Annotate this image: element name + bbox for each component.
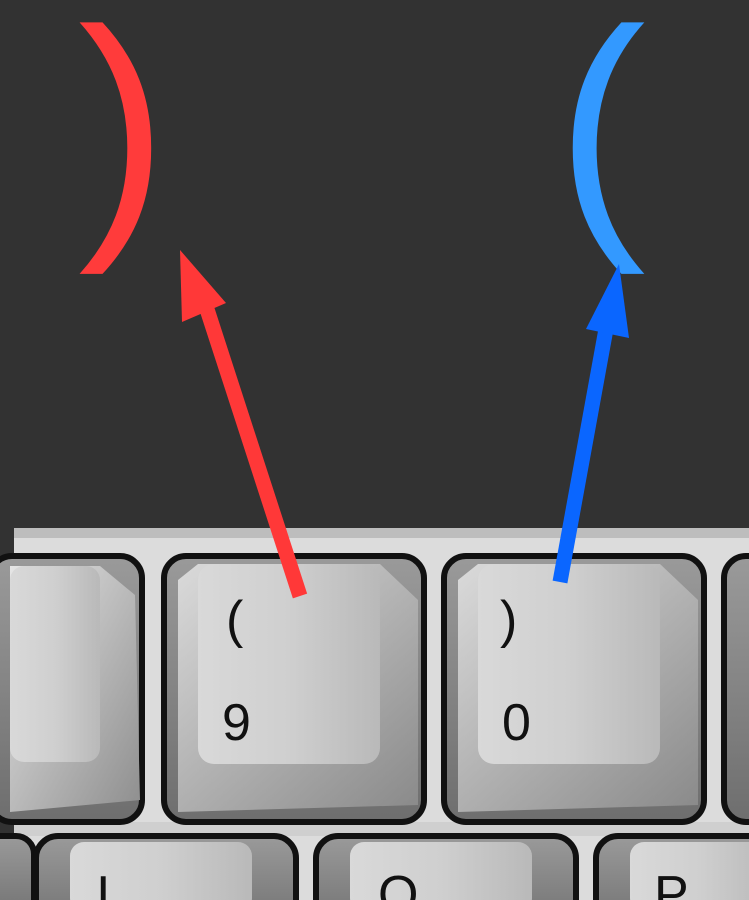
key-o-legend: O xyxy=(378,866,418,900)
keyboard-row-gap xyxy=(14,822,749,836)
key-9-shift-legend: ( xyxy=(226,591,244,649)
key-u-partial[interactable] xyxy=(0,833,37,900)
blue-arrow xyxy=(552,264,629,584)
key-minus-partial[interactable] xyxy=(721,553,749,825)
key-9[interactable]: ( 9 xyxy=(161,553,427,825)
key-i-legend: I xyxy=(96,866,110,900)
key-9-base-legend: 9 xyxy=(222,694,251,752)
key-o[interactable]: O xyxy=(313,833,579,900)
key-0-base-legend: 0 xyxy=(502,694,531,752)
opening-paren-glyph: ( xyxy=(556,0,646,277)
key-p-legend: P xyxy=(654,866,689,900)
key-8-partial[interactable] xyxy=(0,553,145,825)
keyboard-top-rail xyxy=(14,528,749,538)
closing-paren-glyph: ) xyxy=(78,0,168,277)
red-arrow xyxy=(180,250,308,599)
key-p[interactable]: P xyxy=(593,833,749,900)
key-0[interactable]: ) 0 xyxy=(441,553,707,825)
key-i[interactable]: I xyxy=(33,833,299,900)
key-0-shift-legend: ) xyxy=(500,591,517,649)
